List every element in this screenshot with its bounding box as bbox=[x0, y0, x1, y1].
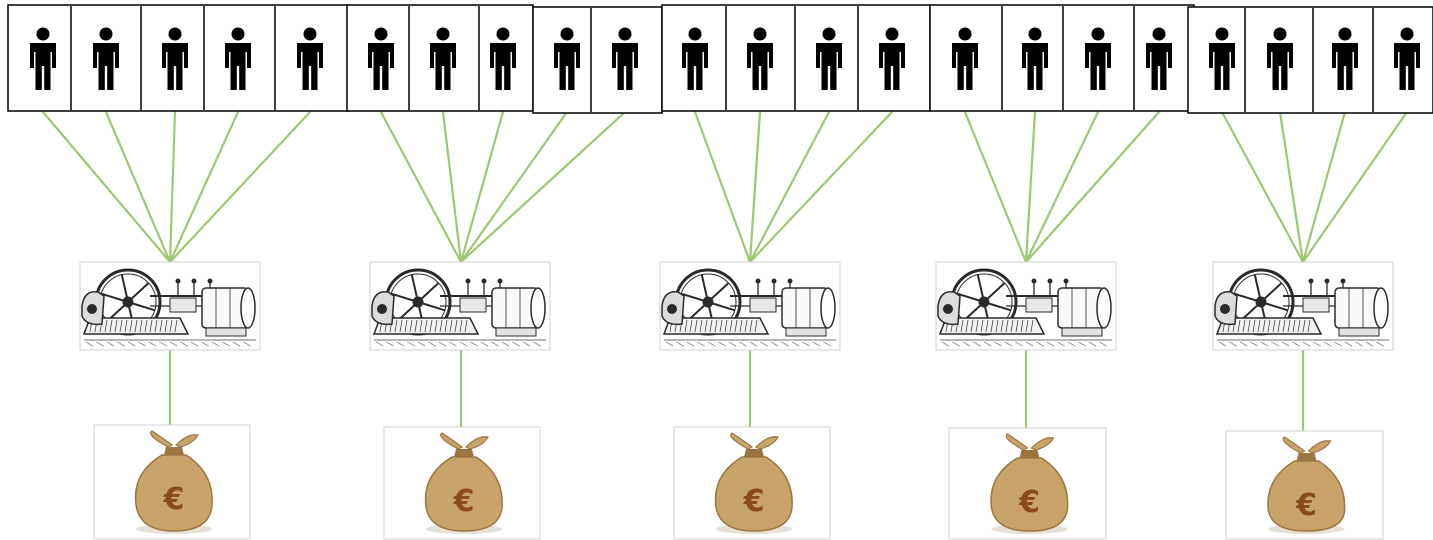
bag-neck bbox=[744, 449, 764, 457]
bag-flap-left bbox=[440, 432, 464, 450]
worker-connector-4-1 bbox=[963, 110, 1028, 264]
bag-flap-right bbox=[174, 434, 199, 448]
worker-connector-5-4 bbox=[1301, 110, 1409, 264]
connector-lines bbox=[41, 110, 1409, 431]
worker-connector-3-1 bbox=[693, 110, 752, 264]
steam-engine-icon bbox=[935, 261, 1117, 351]
person-box-group-3 bbox=[532, 6, 663, 114]
worker-connector-2-5 bbox=[459, 110, 627, 264]
worker-row bbox=[7, 4, 1433, 114]
euro-symbol: € bbox=[453, 484, 475, 519]
bag-body bbox=[424, 456, 503, 532]
bag-neck bbox=[454, 449, 474, 457]
money-bag-icon: € bbox=[1225, 430, 1384, 540]
machine-row bbox=[79, 261, 1394, 351]
bag-flap-right bbox=[1307, 440, 1332, 454]
bag-neck bbox=[1019, 450, 1040, 458]
worker-connector-5-2 bbox=[1278, 110, 1305, 264]
bag-flap-left bbox=[1282, 436, 1306, 454]
worker-connector-1-1 bbox=[41, 110, 172, 264]
steam-engine-icon bbox=[659, 261, 841, 351]
steam-engine-icon bbox=[79, 261, 261, 351]
machine-floor bbox=[84, 339, 256, 347]
worker-connector-4-2 bbox=[1024, 110, 1037, 264]
worker-connector-2-1 bbox=[379, 110, 463, 264]
worker-connector-5-1 bbox=[1220, 110, 1305, 264]
machine-floor bbox=[1217, 339, 1389, 347]
worker-connector-3-4 bbox=[748, 110, 894, 264]
steam-engine-icon bbox=[369, 261, 551, 351]
money-bag-icon: € bbox=[383, 426, 541, 540]
worker-connector-1-5 bbox=[168, 110, 312, 264]
bag-flap-right bbox=[1030, 437, 1055, 451]
worker-connector-1-4 bbox=[168, 110, 240, 264]
bag-flap-left bbox=[150, 430, 174, 448]
machine-floor bbox=[664, 339, 836, 347]
money-bag-icon: € bbox=[93, 424, 251, 540]
worker-connector-1-2 bbox=[104, 110, 172, 264]
money-row: € € € € € bbox=[93, 424, 1384, 540]
worker-connector-1-3 bbox=[168, 110, 177, 264]
bag-neck bbox=[164, 447, 184, 455]
bag-flap-left bbox=[1005, 433, 1029, 451]
bag-flap-right bbox=[754, 436, 779, 450]
bag-flap-right bbox=[464, 436, 489, 450]
bag-flap-left bbox=[730, 432, 754, 450]
worker-connector-2-4 bbox=[459, 110, 569, 264]
worker-connector-3-3 bbox=[748, 110, 831, 264]
steam-engine-icon bbox=[1212, 261, 1394, 351]
worker-connector-2-3 bbox=[459, 110, 505, 264]
bag-body bbox=[990, 457, 1069, 532]
worker-connector-3-2 bbox=[748, 110, 762, 264]
worker-connector-4-4 bbox=[1024, 110, 1161, 264]
worker-connector-5-3 bbox=[1301, 110, 1347, 264]
machine-floor bbox=[940, 339, 1112, 347]
money-bag-icon: € bbox=[673, 426, 831, 540]
bag-body bbox=[1267, 460, 1346, 532]
machine-floor bbox=[374, 339, 546, 347]
euro-symbol: € bbox=[743, 484, 765, 519]
bag-body bbox=[134, 454, 213, 532]
euro-symbol: € bbox=[1295, 488, 1317, 523]
euro-symbol: € bbox=[1018, 485, 1040, 520]
bag-body bbox=[714, 456, 793, 532]
worker-connector-2-2 bbox=[441, 110, 463, 264]
bag-neck bbox=[1296, 453, 1317, 461]
euro-symbol: € bbox=[163, 482, 185, 517]
worker-connector-4-3 bbox=[1024, 110, 1100, 264]
money-bag-icon: € bbox=[948, 427, 1107, 540]
